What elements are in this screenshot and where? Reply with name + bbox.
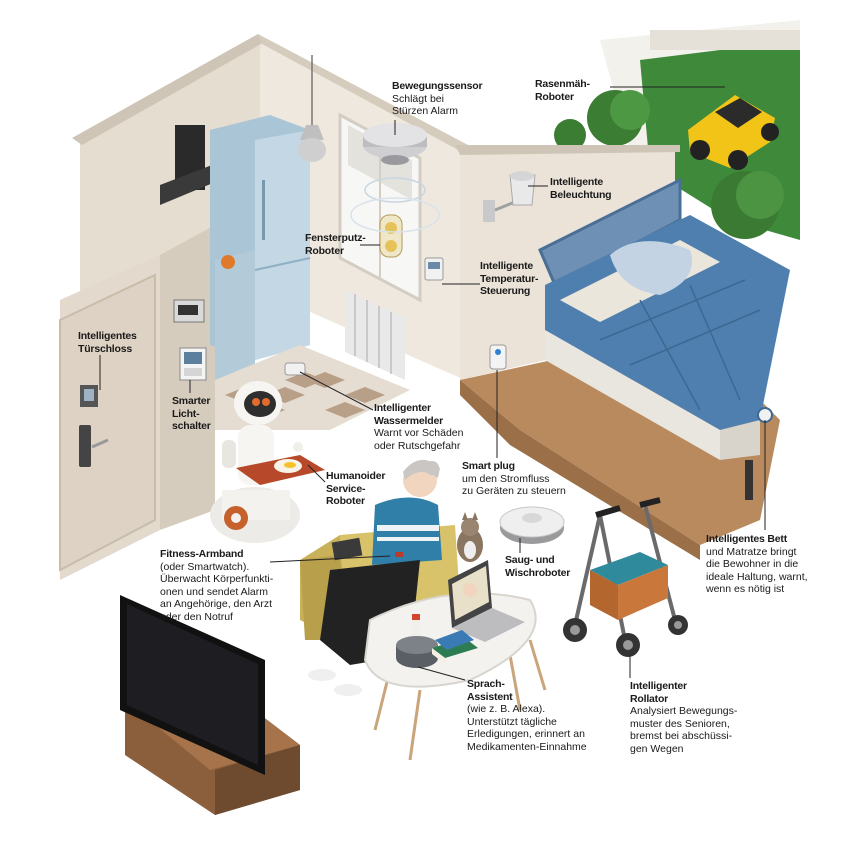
callout-motion-sensor: Bewegungssensor Schlägt bei Stürzen Alar… — [392, 80, 483, 118]
callout-smart-bed-desc: und Matratze bringt die Bewohner in die … — [706, 545, 808, 596]
light-switch — [173, 299, 207, 381]
walker — [563, 497, 688, 657]
laptop — [448, 560, 525, 642]
callout-walker-title: Intelligenter Rollator — [630, 680, 687, 705]
callout-fitness-band-desc: (oder Smartwatch). Überwacht Körperfunkt… — [160, 560, 274, 623]
books — [412, 614, 478, 664]
callout-light-switch: Smarter Licht- schalter — [172, 395, 211, 433]
voice-assistant — [396, 636, 438, 668]
garden — [554, 20, 800, 240]
callout-smart-plug: Smart plug um den Stromfluss zu Geräten … — [462, 460, 566, 498]
callout-voice-assistant-title: Sprach- Assistent — [467, 678, 513, 703]
callout-smart-bed-title: Intelligentes Bett — [706, 533, 787, 545]
callout-water-detector: Intelligenter Wassermelder Warnt vor Sch… — [374, 402, 464, 452]
callout-lighting-title: Intelligente Beleuchtung — [550, 176, 612, 201]
lawn-mower-robot — [688, 95, 779, 170]
callout-smart-plug-title: Smart plug — [462, 460, 515, 472]
service-robot — [210, 381, 325, 543]
smart-bed — [538, 177, 790, 500]
callout-light-switch-title: Smarter Licht- schalter — [172, 395, 211, 432]
callout-smart-plug-desc: um den Stromfluss zu Geräten zu steuern — [462, 472, 566, 498]
kitchen — [160, 115, 311, 380]
callout-lighting: Intelligente Beleuchtung — [550, 176, 612, 201]
callout-fitness-band: Fitness-Armband (oder Smartwatch). Überw… — [160, 548, 273, 623]
cat — [457, 512, 483, 562]
callout-lawn-robot: Rasenmäh- Roboter — [535, 78, 590, 103]
callout-vacuum-title: Saug- und Wischroboter — [505, 554, 571, 579]
callout-door-lock: Intelligentes Türschloss — [78, 330, 137, 355]
callout-walker-desc: Analysiert Bewegungs- muster des Seniore… — [630, 705, 738, 755]
callout-window-robot: Fensterputz- Roboter — [305, 232, 366, 257]
pendant-lamp — [298, 55, 326, 162]
callout-walker: Intelligenter Rollator Analysiert Bewegu… — [630, 680, 737, 755]
callout-voice-assistant-desc: (wie z. B. Alexa). Unterstützt tägliche … — [467, 703, 587, 753]
callout-fitness-band-title: Fitness-Armband — [160, 548, 244, 560]
callout-motion-sensor-title: Bewegungssensor — [392, 80, 483, 92]
callout-service-robot-title: Humanoider Service- Roboter — [326, 470, 386, 507]
callout-temperature: Intelligente Temperatur- Steuerung — [480, 260, 538, 298]
callout-voice-assistant: Sprach- Assistent (wie z. B. Alexa). Unt… — [467, 678, 587, 753]
wall-lamp — [483, 171, 536, 222]
callout-window-robot-title: Fensterputz- Roboter — [305, 232, 366, 257]
callout-water-detector-title: Intelligenter Wassermelder — [374, 402, 443, 427]
callout-temperature-title: Intelligente Temperatur- Steuerung — [480, 260, 539, 297]
callout-vacuum: Saug- und Wischroboter — [505, 554, 570, 579]
front-door — [59, 273, 156, 572]
smart-plug — [489, 344, 507, 370]
callout-service-robot: Humanoider Service- Roboter — [326, 470, 385, 508]
radiator — [345, 290, 405, 380]
vacuum-robot — [499, 506, 565, 544]
window-cleaning-robot — [379, 214, 403, 258]
callout-motion-sensor-desc: Schlägt bei Stürzen Alarm — [392, 92, 458, 118]
thermostat — [424, 257, 444, 281]
callout-smart-bed: Intelligentes Bett und Matratze bringt d… — [706, 533, 808, 596]
callout-lawn-robot-title: Rasenmäh- Roboter — [535, 78, 590, 103]
television — [120, 595, 300, 815]
callout-door-lock-title: Intelligentes Türschloss — [78, 330, 137, 355]
callout-water-detector-desc: Warnt vor Schäden oder Rutschgefahr — [374, 427, 464, 452]
leader-lines — [99, 86, 766, 681]
